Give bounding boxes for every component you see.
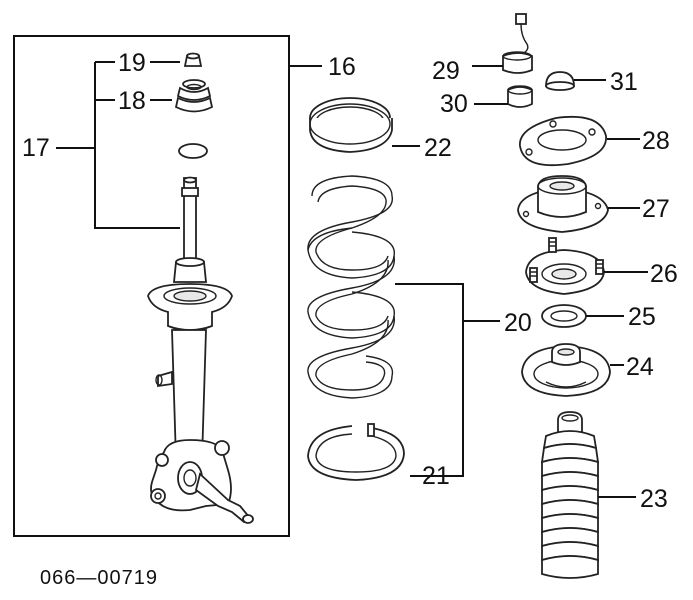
part-19-nut <box>183 52 203 67</box>
part-18-bump-stop <box>174 79 214 113</box>
bracket-17 <box>94 62 180 229</box>
diagram-code: 066—00719 <box>40 567 158 589</box>
label-24: 24 <box>626 353 654 381</box>
part-22-spring-pad <box>309 97 393 153</box>
part-21-lower-spring-pad <box>307 423 405 481</box>
label-19: 19 <box>118 49 146 77</box>
part-23-dust-boot <box>540 411 600 579</box>
label-20: 20 <box>504 309 532 337</box>
part-bushing <box>178 143 208 159</box>
part-26-mount-bracket <box>525 237 605 295</box>
strut-assembly-frame <box>13 35 290 537</box>
label-26: 26 <box>650 260 678 288</box>
label-17: 17 <box>22 134 50 162</box>
label-22: 22 <box>424 134 452 162</box>
part-28-plate <box>519 115 607 167</box>
label-16: 16 <box>328 53 356 81</box>
part-30-small-boot <box>507 85 533 108</box>
part-27-upper-mount <box>517 175 609 233</box>
bracket-20 <box>395 283 464 477</box>
label-27: 27 <box>642 195 670 223</box>
label-21: 21 <box>422 462 450 490</box>
label-30: 30 <box>440 90 468 118</box>
label-23: 23 <box>640 485 668 513</box>
label-25: 25 <box>628 303 656 331</box>
label-28: 28 <box>642 127 670 155</box>
part-17-strut <box>147 176 254 524</box>
part-20-coil-spring <box>307 175 395 399</box>
label-18: 18 <box>118 87 146 115</box>
part-31-cap <box>545 71 575 91</box>
part-29-sensor <box>502 13 533 74</box>
label-29: 29 <box>432 57 460 85</box>
part-25-washer <box>541 304 587 328</box>
label-31: 31 <box>610 68 638 96</box>
part-24-spring-seat <box>521 343 611 397</box>
